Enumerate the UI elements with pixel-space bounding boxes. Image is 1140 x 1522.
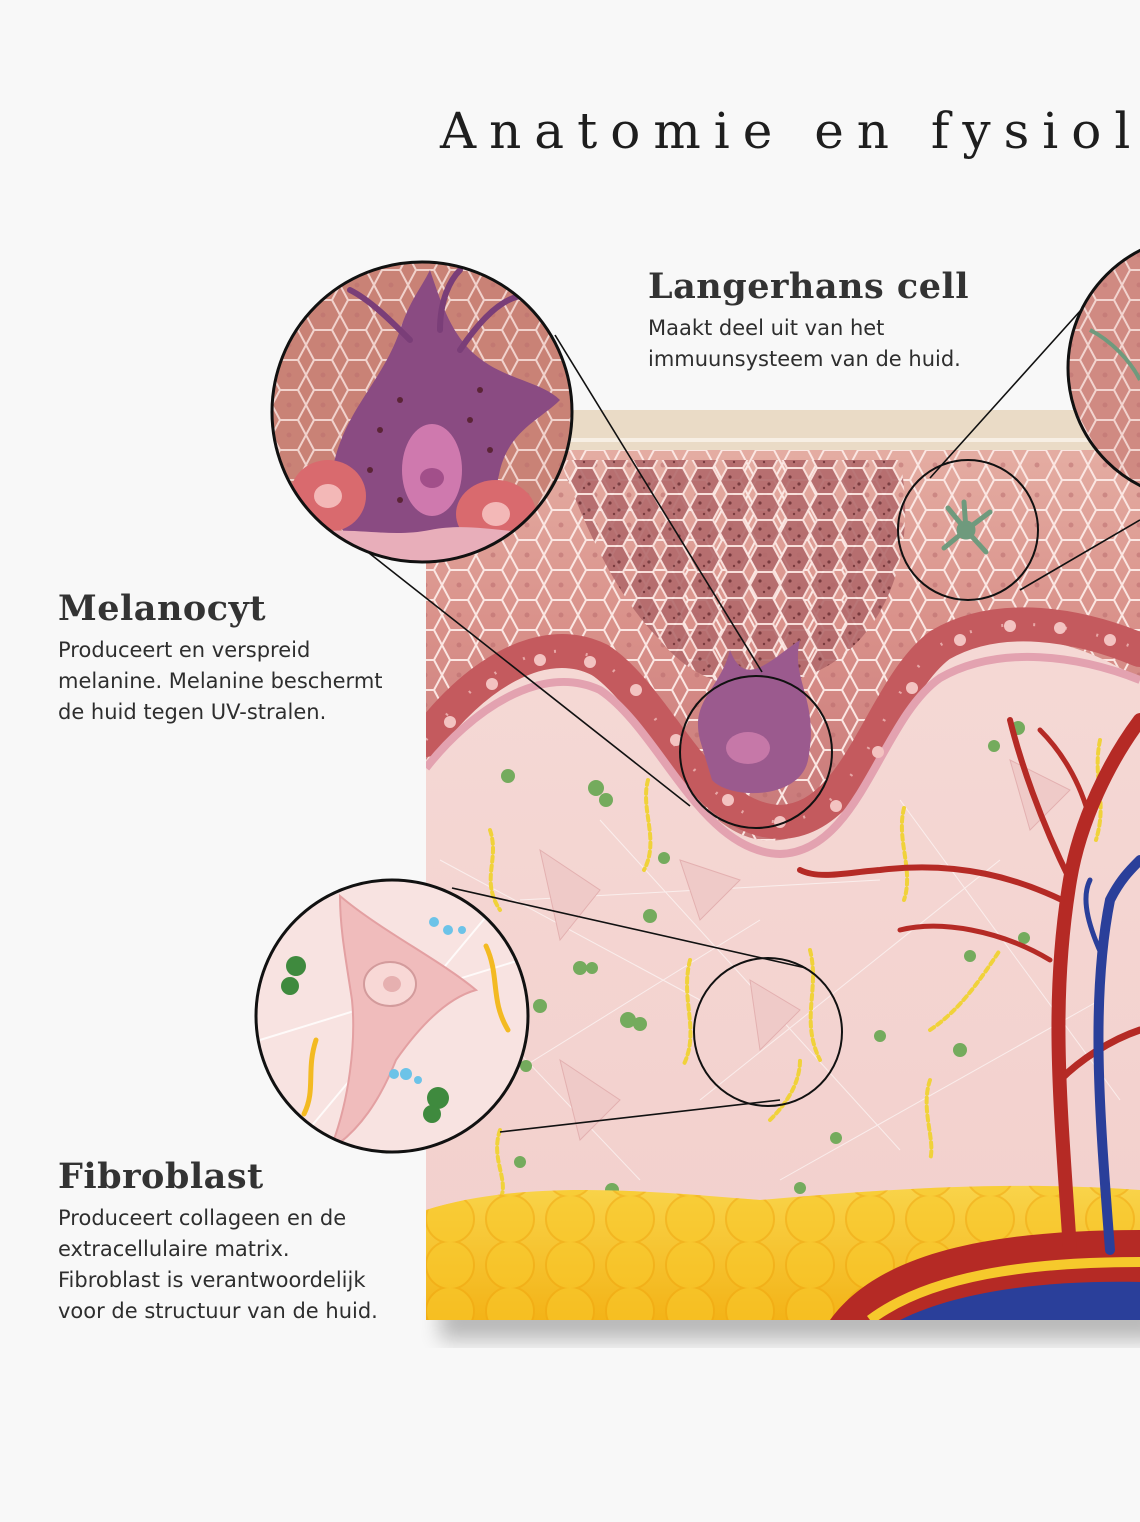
fibroblast-description: Produceert collageen en de extracellulai… xyxy=(58,1206,378,1323)
melanocyte-zoom-circle xyxy=(270,260,574,564)
magnifier-circle-icon xyxy=(693,957,843,1107)
langerhans-label: Langerhans cell Maakt deel uit van het i… xyxy=(648,266,969,375)
langerhans-heading: Langerhans cell xyxy=(648,266,970,307)
fibroblast-label: Fibroblast Produceert collageen en de ex… xyxy=(58,1156,378,1327)
melanocyte-cell xyxy=(697,640,811,794)
fibroblast-zoom-circle xyxy=(254,878,530,1154)
skin-block xyxy=(426,410,1140,1320)
langerhans-cell xyxy=(941,499,993,555)
fibroblast-heading: Fibroblast xyxy=(58,1156,264,1197)
melanocyt-label: Melanocyt Produceert en verspreid melani… xyxy=(58,588,383,728)
magnifier-circle-icon xyxy=(679,675,833,829)
melanocyt-heading: Melanocyt xyxy=(58,588,267,629)
connector-lines xyxy=(354,299,1140,1133)
langerhans-description: Maakt deel uit van het immuunsysteem van… xyxy=(648,316,961,371)
vein-bottom xyxy=(900,1281,1140,1320)
fibroblast-cells xyxy=(539,759,1071,1141)
melanocyt-description: Produceert en verspreid melanine. Melani… xyxy=(58,638,383,724)
page-title: Anatomie en fysiolo xyxy=(440,101,1140,160)
magnifier-circle-icon xyxy=(897,459,1039,601)
blood-vessels xyxy=(797,713,1140,1257)
